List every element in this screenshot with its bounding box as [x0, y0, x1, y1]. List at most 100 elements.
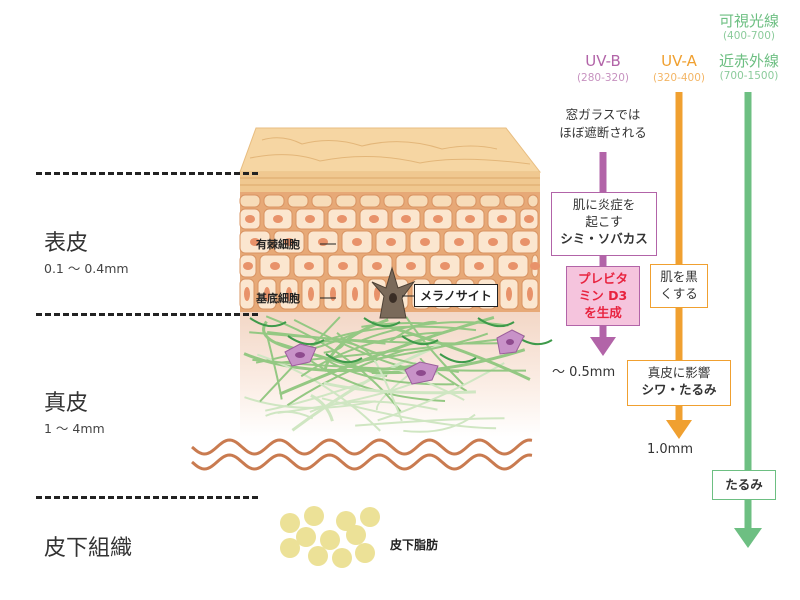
cell-nucleus	[338, 262, 348, 270]
uva-dermis-line1: 真皮に影響	[647, 365, 711, 380]
epidermis-cell	[455, 194, 477, 208]
subcutaneous-fat-label: 皮下脂肪	[390, 538, 439, 552]
collagen-fiber	[390, 365, 465, 401]
cell-nucleus	[497, 215, 507, 223]
collagen-fiber	[309, 325, 477, 348]
cell-nucleus	[250, 238, 260, 246]
elastic-fiber	[287, 335, 325, 346]
collagen-fiber	[320, 355, 455, 386]
cell-nucleus	[243, 262, 253, 270]
cell-nucleus	[506, 287, 512, 301]
uvb-depth-label: 〜 0.5mm	[552, 365, 616, 380]
elastic-fiber	[477, 317, 515, 328]
cell-nucleus	[304, 262, 314, 270]
cell-nucleus	[420, 238, 430, 246]
cell-nucleus	[386, 238, 396, 246]
epidermis-cell	[407, 194, 429, 208]
elastic-fiber	[249, 317, 287, 328]
uvb-effect-line1: 肌に炎症を	[572, 197, 636, 212]
uvb-title: UV-B	[585, 52, 621, 70]
elastic-fiber	[325, 353, 363, 364]
vitd-line3: を生成	[584, 305, 622, 320]
cell-nucleus	[318, 238, 328, 246]
epidermis-cell	[503, 194, 525, 208]
cell-nucleus	[524, 215, 534, 223]
elastic-fiber	[401, 335, 439, 346]
cell-nucleus	[488, 238, 498, 246]
uvb-range: (280-320)	[576, 72, 630, 84]
epidermis-cell	[479, 194, 501, 208]
cell-nucleus	[433, 215, 443, 223]
cell-nucleus	[286, 287, 292, 301]
near-infrared-title: 近赤外線	[718, 52, 779, 70]
dermis-label: 真皮	[44, 391, 89, 416]
collagen-fiber	[279, 315, 495, 396]
vitd-line1: プレビタ	[577, 271, 628, 286]
basal-cell-label: 基底細胞	[256, 292, 300, 305]
epidermis-cell	[239, 194, 261, 208]
cell-nucleus	[352, 238, 362, 246]
dermis-thickness: 1 〜 4mm	[44, 421, 105, 436]
uva-depth-label: 1.0mm	[647, 442, 694, 457]
uva-dermis-box: 真皮に影響 シワ・たるみ	[627, 360, 731, 406]
uvb-note-line1: 窓ガラスでは	[565, 107, 641, 122]
cell-nucleus	[337, 215, 347, 223]
collagen-fibers	[243, 315, 553, 433]
cell-nucleus	[440, 262, 450, 270]
subcutaneous-label: 皮下組織	[44, 536, 133, 561]
collagen-fiber	[371, 320, 531, 381]
cell-nucleus	[369, 215, 379, 223]
uvb-effect-line3: シミ・ソバカス	[560, 231, 648, 246]
collagen-fiber	[361, 322, 427, 328]
epidermis-cell	[311, 194, 333, 208]
cell-nucleus	[454, 238, 464, 246]
cell-nucleus	[401, 215, 411, 223]
collagen-fiber	[355, 417, 505, 427]
collagen-fiber	[265, 315, 402, 413]
vitamin-d3-box: プレビタ ミン D3 を生成	[566, 266, 640, 326]
cell-nucleus	[352, 287, 358, 301]
cell-nucleus	[284, 238, 294, 246]
uva-range: (320-400)	[652, 72, 706, 84]
cell-nucleus	[308, 287, 314, 301]
stratum-corneum	[240, 172, 540, 192]
fat-cells	[280, 506, 380, 568]
uva-dermis-line2: シワ・たるみ	[641, 382, 717, 397]
collagen-fiber	[323, 381, 476, 395]
collagen-fiber	[267, 330, 386, 345]
elastic-fiber	[439, 353, 477, 364]
epidermis-cell	[431, 194, 453, 208]
epidermis-cell	[335, 194, 357, 208]
visible-ir-arrow	[734, 92, 762, 548]
collagen-fiber	[343, 338, 459, 374]
skin-surface	[239, 127, 542, 173]
epidermis-cell	[359, 194, 381, 208]
cell-nucleus	[270, 262, 280, 270]
collagen-fiber	[286, 349, 405, 407]
epidermis-cell	[287, 194, 309, 208]
subcutaneous-boundary-wave	[191, 438, 533, 456]
epidermis-cell	[383, 194, 405, 208]
cell-nucleus	[330, 287, 336, 301]
collagen-fiber	[266, 336, 283, 400]
vitd-line2: ミン D3	[578, 288, 628, 303]
collagen-fiber	[300, 331, 443, 378]
uva-effect-box: 肌を黒 くする	[650, 264, 708, 308]
epidermis-cell	[263, 194, 285, 208]
cell-nucleus	[305, 215, 315, 223]
collagen-fiber	[252, 358, 527, 372]
visible-light-range: (400-700)	[722, 30, 776, 42]
collagen-fiber	[323, 332, 345, 354]
cell-nucleus	[474, 262, 484, 270]
layer-boundary-dermis-top	[36, 313, 258, 316]
collagen-fiber	[310, 394, 334, 422]
layer-boundary-epidermis-top	[36, 172, 258, 175]
cell-nucleus	[372, 262, 382, 270]
elastic-fiber	[363, 317, 401, 328]
cell-nucleus	[520, 238, 530, 246]
collagen-fiber	[293, 319, 409, 369]
visible-light-title: 可視光線	[718, 12, 779, 30]
uvb-effect-box: 肌に炎症を 起こす シミ・ソバカス	[551, 192, 657, 256]
cell-nucleus	[530, 262, 540, 270]
subcutaneous-boundary-wave	[191, 453, 533, 471]
